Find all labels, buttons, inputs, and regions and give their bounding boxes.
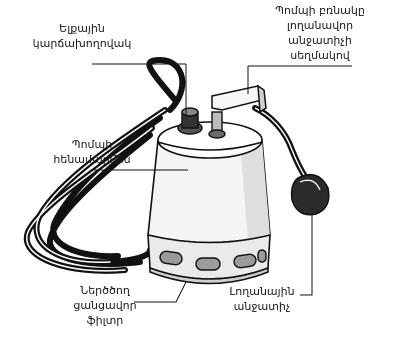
label-outlet: Ելքային կարճախողովակ xyxy=(33,22,132,50)
svg-text:ցանցավոր: ցանցավոր xyxy=(73,299,136,312)
label-intake-filter: Ներծծող ցանցավոր ֆիլտր xyxy=(73,284,136,327)
cable-gland xyxy=(209,112,225,138)
svg-text:կարճախողովակ: կարճախողովակ xyxy=(33,37,132,50)
svg-text:Պոմպի բռնակը: Պոմպի բռնակը xyxy=(275,4,365,17)
svg-text:լողանավոր: լողանավոր xyxy=(287,19,353,32)
svg-text:Ներծծող: Ներծծող xyxy=(80,284,131,297)
label-float-switch: Լողանային անջատիչ xyxy=(229,285,294,313)
svg-text:ֆիլտր: ֆիլտր xyxy=(87,314,124,327)
svg-text:անջատիչի: անջատիչի xyxy=(288,34,352,47)
float-switch xyxy=(292,175,329,215)
outlet-pipe xyxy=(178,108,202,134)
svg-text:Ելքային: Ելքային xyxy=(59,22,105,35)
svg-text:անջատիչ: անջատիչ xyxy=(234,300,291,313)
svg-text:հենամարմին: հենամարմին xyxy=(53,153,130,166)
svg-text:Պոմպի: Պոմպի xyxy=(72,138,112,151)
svg-text:սեղմակով: սեղմակով xyxy=(290,49,351,62)
label-float-holder: Պոմպի բռնակը լողանավոր անջատիչի սեղմակով xyxy=(275,4,365,62)
svg-text:Լողանային: Լողանային xyxy=(229,285,294,298)
